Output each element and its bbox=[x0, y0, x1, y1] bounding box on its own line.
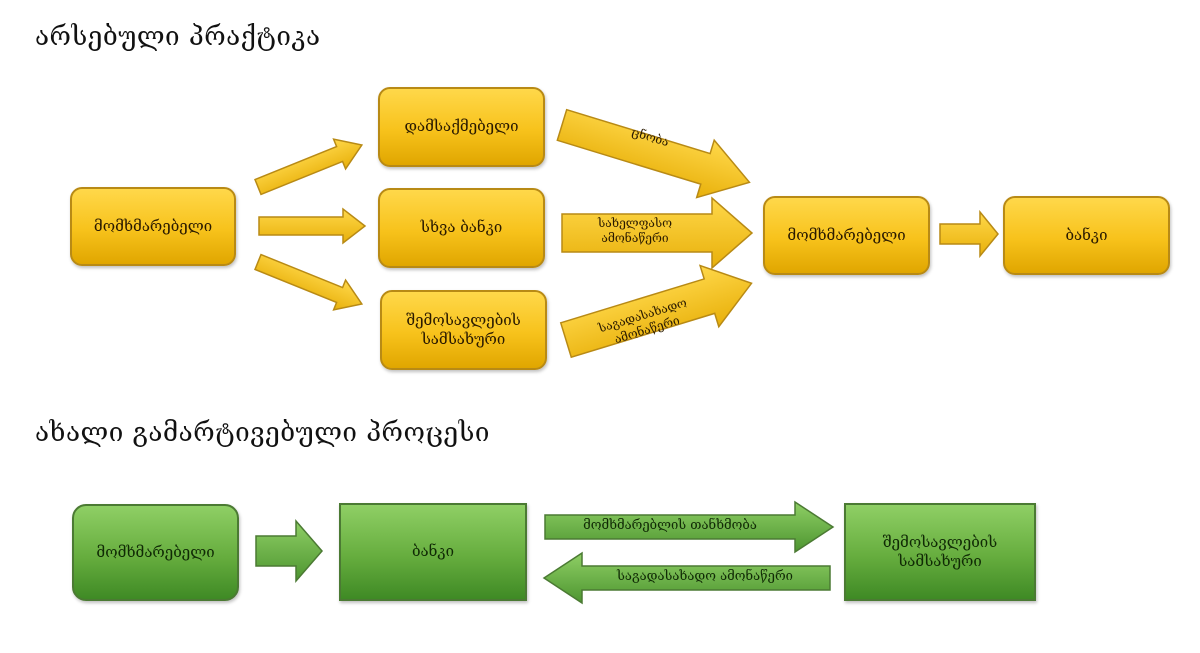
simplified-process-heading: ახალი გამარტივებული პროცესი bbox=[35, 418, 490, 448]
node-label: შემოსავლების სამსახური bbox=[406, 310, 521, 349]
node-employer[interactable]: დამსაქმებელი bbox=[378, 87, 545, 167]
node-label: მომხმარებელი bbox=[96, 542, 215, 561]
arrow-account-statement bbox=[561, 196, 754, 270]
arrow-green-tax-statement bbox=[542, 551, 831, 605]
node-label: სხვა ბანკი bbox=[420, 218, 503, 237]
node-revenue-service[interactable]: შემოსავლების სამსახური bbox=[380, 290, 547, 370]
node-label: შემოსავლების სამსახური bbox=[882, 532, 998, 571]
node-consumer-mid[interactable]: მომხმარებელი bbox=[763, 196, 930, 275]
node-other-bank[interactable]: სხვა ბანკი bbox=[378, 188, 545, 268]
arrow-consumer-to-employer bbox=[254, 138, 364, 196]
arrow-label-green-tax-statement: საგადასახადო ამონაწერი bbox=[617, 569, 793, 584]
node-label: მომხმარებელი bbox=[93, 216, 213, 235]
node-label: დამსაქმებელი bbox=[404, 117, 519, 136]
arrow-label-consumer-consent: მომხმარებლის თანხმობა bbox=[583, 518, 757, 533]
node-label: ბანკი bbox=[411, 542, 455, 561]
arrow-consumer-to-bank bbox=[939, 209, 999, 259]
arrow-tax-statement bbox=[559, 264, 753, 359]
arrow-consumer-to-revenue-service bbox=[254, 253, 364, 311]
arrow-label-account-statement: სახელფასო ამონაწერი bbox=[597, 216, 673, 245]
node-consumer-start[interactable]: მომხმარებელი bbox=[70, 187, 236, 266]
node-green-consumer[interactable]: მომხმარებელი bbox=[72, 504, 239, 601]
node-label: მომხმარებელი bbox=[787, 225, 906, 244]
node-green-revenue-service[interactable]: შემოსავლების სამსახური bbox=[844, 503, 1036, 601]
arrow-green-consumer-to-bank bbox=[255, 518, 323, 584]
arrow-consumer-consent bbox=[544, 500, 835, 554]
arrow-certificate bbox=[556, 108, 751, 199]
node-label: ბანკი bbox=[1065, 225, 1108, 244]
node-bank[interactable]: ბანკი bbox=[1003, 196, 1170, 275]
node-green-bank[interactable]: ბანკი bbox=[339, 503, 527, 601]
current-practice-heading: არსებული პრაქტიკა bbox=[35, 22, 321, 52]
arrow-consumer-to-other-bank bbox=[258, 207, 367, 245]
